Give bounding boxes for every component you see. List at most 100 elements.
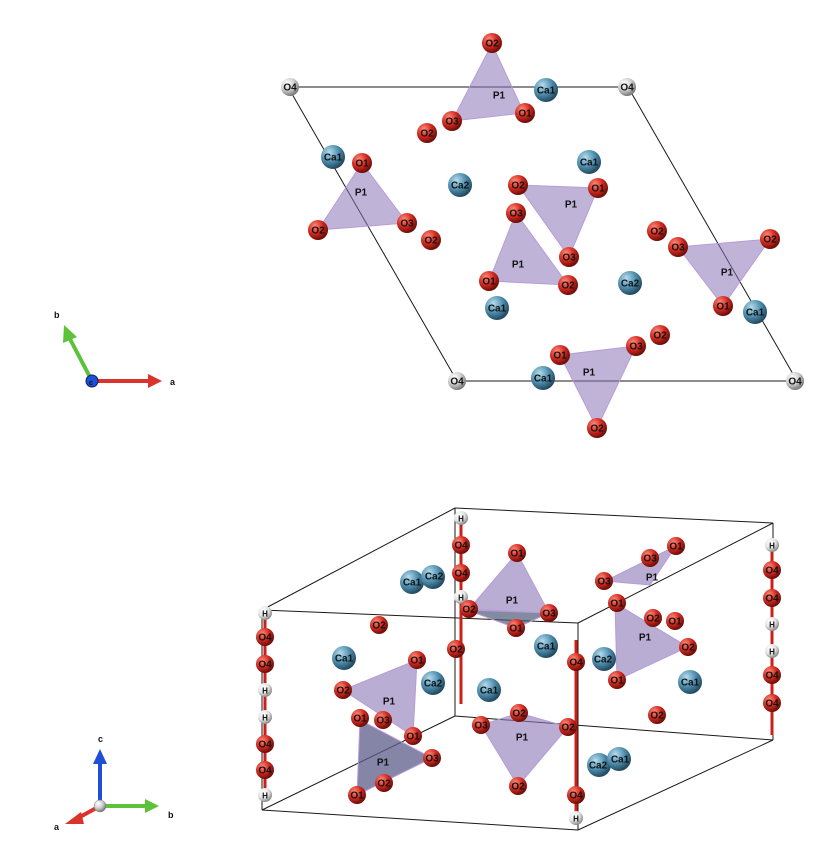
o-label: O3 bbox=[542, 609, 556, 620]
top-projection-view: O4 O4 O4 O4 Ca1 Ca1 Ca1 Ca1 Ca1 Ca1 Ca2 … bbox=[54, 33, 804, 438]
h-label: H bbox=[458, 515, 464, 524]
axis-label-c: c bbox=[89, 380, 93, 387]
ca-label: Ca1 bbox=[480, 686, 499, 697]
p-label: P1 bbox=[646, 573, 659, 584]
ca-label: Ca2 bbox=[621, 279, 640, 290]
h-label: H bbox=[769, 542, 775, 551]
ca-label: Ca1 bbox=[534, 374, 553, 385]
h-label: H bbox=[262, 610, 268, 619]
phosphorus-labels-3d: P1 P1 P1 P1 P1 P1 bbox=[377, 573, 659, 769]
axis-label-a: a bbox=[170, 377, 176, 387]
ca-label: Ca1 bbox=[537, 86, 556, 97]
o-label: O1 bbox=[518, 109, 532, 120]
ca-label: Ca2 bbox=[424, 679, 443, 690]
ca-label: Ca1 bbox=[335, 654, 354, 665]
o-label: O3 bbox=[400, 219, 414, 230]
o-label: O2 bbox=[336, 686, 350, 697]
p-label: P1 bbox=[506, 596, 519, 607]
axis-label-b: b bbox=[54, 310, 60, 320]
ca-label: Ca1 bbox=[403, 578, 422, 589]
o-label: O1 bbox=[410, 656, 424, 667]
o-label: O2 bbox=[590, 424, 604, 435]
h-label: H bbox=[769, 621, 775, 630]
o4-label: O4 bbox=[454, 569, 468, 580]
o-label: O1 bbox=[610, 676, 624, 687]
axis-label-c: c bbox=[98, 734, 103, 744]
o4-label: O4 bbox=[569, 791, 583, 802]
o-label: O3 bbox=[643, 554, 657, 565]
o-label: O2 bbox=[311, 226, 325, 237]
o4-label: O4 bbox=[765, 671, 779, 682]
o-label: O2 bbox=[377, 779, 391, 790]
o4-label: O4 bbox=[569, 658, 583, 669]
o4-label: O4 bbox=[765, 699, 779, 710]
o-label: O2 bbox=[653, 331, 667, 342]
calcium-atoms-3d: Ca1 Ca2 Ca1 Ca1 Ca2 Ca1 Ca2 Ca1 Ca2 Ca1 bbox=[332, 565, 702, 777]
p-label: P1 bbox=[383, 697, 396, 708]
o-label: O2 bbox=[485, 39, 499, 50]
o-label: O2 bbox=[681, 643, 695, 654]
o4-label: O4 bbox=[765, 594, 779, 605]
h-label: H bbox=[262, 792, 268, 801]
h-label: H bbox=[262, 714, 268, 723]
p-label: P1 bbox=[377, 758, 390, 769]
ca-label: Ca1 bbox=[681, 678, 700, 689]
corner-label: O4 bbox=[450, 377, 464, 388]
axis-label-b: b bbox=[168, 810, 174, 820]
o-label: O2 bbox=[646, 614, 660, 625]
ca-label: Ca1 bbox=[537, 642, 556, 653]
o4-atoms: O4 O4 O4 O4 O4 O4 O4 O4 O4 O4 O4 O4 bbox=[256, 536, 781, 804]
o-label: O2 bbox=[512, 709, 526, 720]
o-label: O2 bbox=[650, 227, 664, 238]
o-label: O3 bbox=[509, 209, 523, 220]
o-label: O3 bbox=[597, 577, 611, 588]
p-label: P1 bbox=[639, 633, 652, 644]
o-label: O1 bbox=[353, 714, 367, 725]
o-label: O2 bbox=[462, 605, 476, 616]
p-label: P1 bbox=[565, 200, 578, 211]
o-label: O1 bbox=[553, 351, 567, 362]
calcium-atoms: Ca1 Ca1 Ca1 Ca1 Ca1 Ca1 Ca2 Ca2 bbox=[321, 78, 767, 390]
o-label: O3 bbox=[671, 243, 685, 254]
axis-label-a: a bbox=[54, 822, 60, 832]
o4-label: O4 bbox=[258, 766, 272, 777]
o-label: O2 bbox=[561, 723, 575, 734]
ca-label: Ca2 bbox=[451, 181, 470, 192]
o-label: O2 bbox=[511, 782, 525, 793]
o-label: O1 bbox=[355, 159, 369, 170]
o-label: O3 bbox=[474, 721, 488, 732]
o-label: O2 bbox=[420, 129, 434, 140]
ca-label: Ca1 bbox=[611, 755, 630, 766]
o-label: O3 bbox=[425, 754, 439, 765]
o-label: O1 bbox=[716, 302, 730, 313]
o-label: O2 bbox=[763, 235, 777, 246]
ca-label: Ca1 bbox=[580, 158, 599, 169]
o-label: O1 bbox=[510, 549, 524, 560]
o-label: O1 bbox=[610, 599, 624, 610]
o4-label: O4 bbox=[258, 660, 272, 671]
ca-label: Ca2 bbox=[425, 572, 444, 583]
unit-cell-box bbox=[261, 507, 774, 831]
p-label: P1 bbox=[512, 260, 525, 271]
ca-label: Ca1 bbox=[746, 308, 765, 319]
unit-cell-outline bbox=[287, 86, 798, 382]
h-label: H bbox=[262, 687, 268, 696]
o-label: O1 bbox=[350, 791, 364, 802]
axis-triad-bottom: c b a bbox=[54, 734, 174, 832]
o-label: O1 bbox=[669, 542, 683, 553]
hydrogen-atoms: H H H H H H H H H H bbox=[258, 511, 779, 825]
ca-label: Ca1 bbox=[488, 304, 507, 315]
corner-label: O4 bbox=[788, 377, 802, 388]
p-label: P1 bbox=[583, 368, 596, 379]
p-label: P1 bbox=[516, 733, 529, 744]
o-label: O2 bbox=[424, 236, 438, 247]
p-label: P1 bbox=[721, 268, 734, 279]
h-label: H bbox=[769, 648, 775, 657]
o-label: O3 bbox=[445, 117, 459, 128]
o-label: O1 bbox=[406, 732, 420, 743]
h-label: H bbox=[573, 815, 579, 824]
o-label: O2 bbox=[650, 711, 664, 722]
corner-label: O4 bbox=[283, 83, 297, 94]
o-label: O1 bbox=[591, 184, 605, 195]
